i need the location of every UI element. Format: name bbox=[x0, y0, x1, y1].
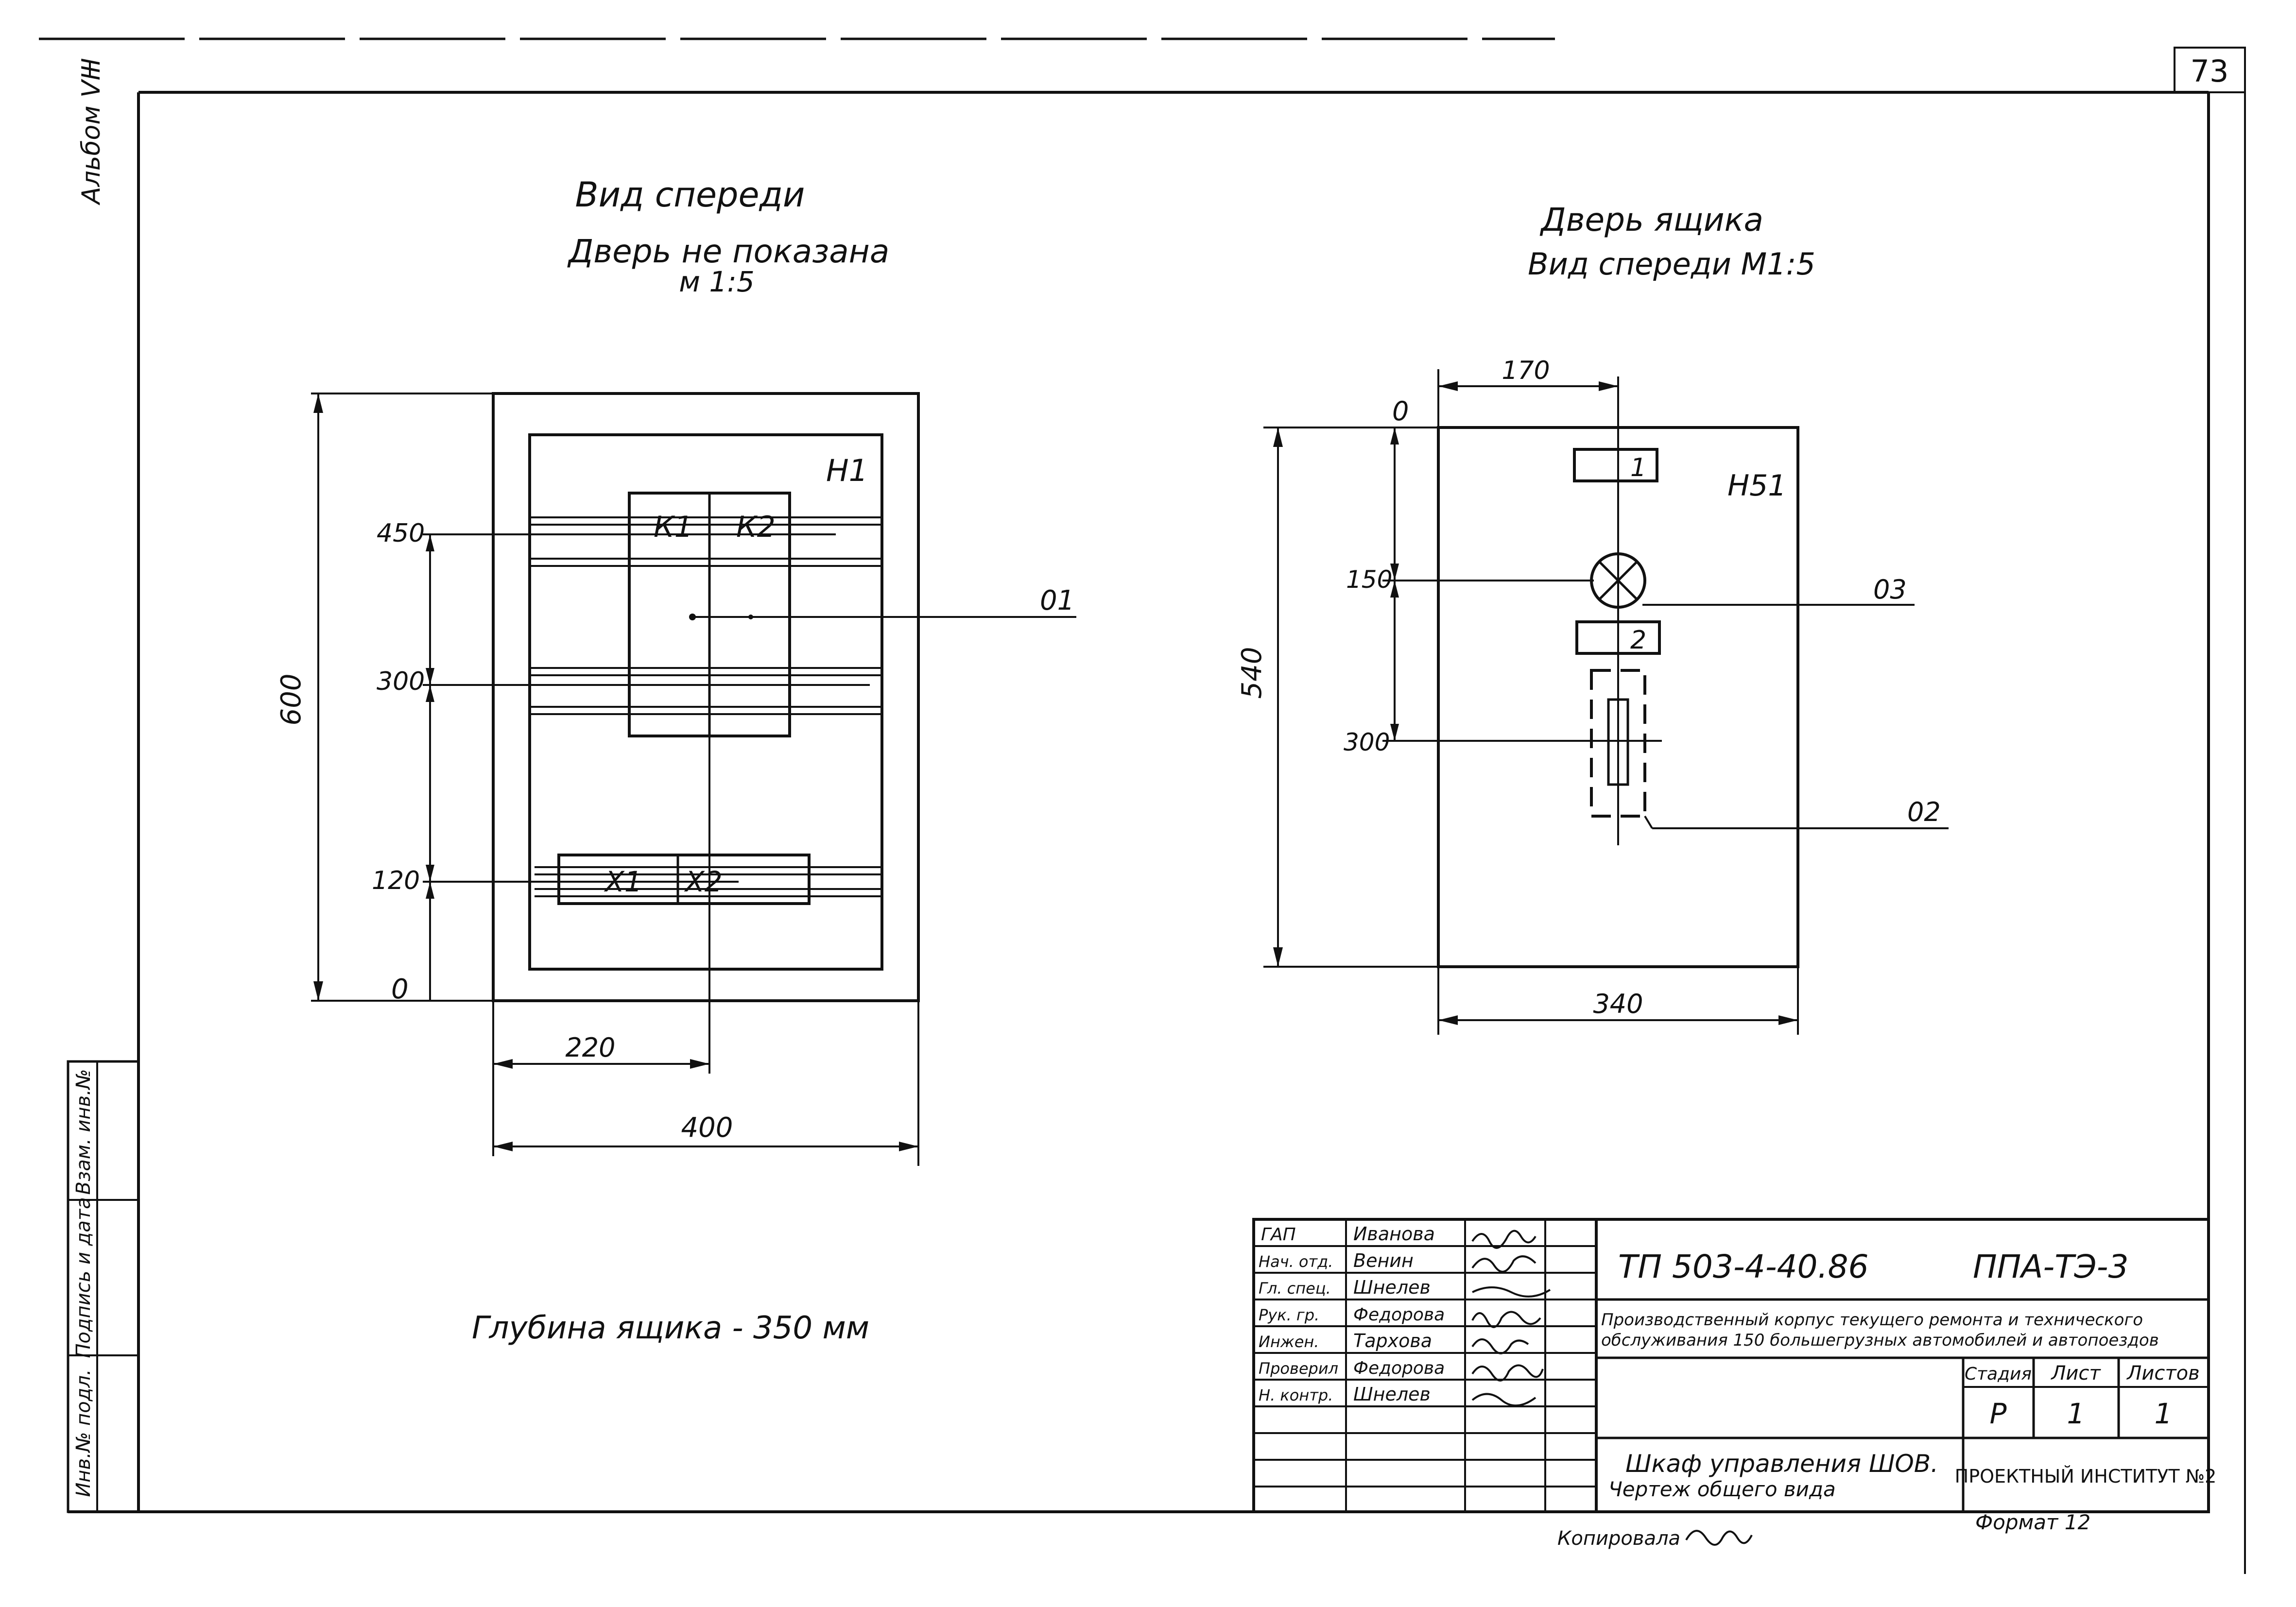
dim-front-300: 300 bbox=[377, 667, 425, 696]
sheets-value: 1 bbox=[2155, 1397, 2173, 1430]
signer-role: Проверил bbox=[1259, 1359, 1338, 1378]
drawing-title-2: Чертеж общего вида bbox=[1608, 1477, 1836, 1501]
project-line-1: Производственный корпус текущего ремонта… bbox=[1601, 1310, 2143, 1330]
signer-role: Гл. спец. bbox=[1259, 1279, 1331, 1298]
front-view: Вид спереди Дверь не показана м 1:5 Н1 К… bbox=[276, 175, 1076, 1166]
project-line-2: обслуживания 150 большегрузных автомобил… bbox=[1601, 1331, 2159, 1350]
door-view-subtitle: Вид спереди М1:5 bbox=[1528, 246, 1815, 282]
signer-role: Нач. отд. bbox=[1259, 1252, 1333, 1271]
signer-name: Тархова bbox=[1353, 1330, 1432, 1351]
signer-role: Инжен. bbox=[1259, 1333, 1319, 1351]
cabinet-outline bbox=[492, 392, 920, 1002]
format-label: Формат 12 bbox=[1975, 1510, 2090, 1534]
door-view-title: Дверь ящика bbox=[1539, 201, 1763, 239]
contactor-k1-label: К1 bbox=[654, 510, 693, 544]
sheet-header: Лист bbox=[2050, 1362, 2101, 1385]
sheet-frame bbox=[39, 37, 2246, 1574]
copier-signature bbox=[1685, 1530, 1753, 1546]
din-rail-upper bbox=[530, 516, 882, 715]
dim-front-height: 600 bbox=[276, 674, 307, 726]
signer-name: Федорова bbox=[1353, 1305, 1445, 1325]
dim-front-220: 220 bbox=[565, 1032, 615, 1063]
panel-label-h51: Н51 bbox=[1727, 469, 1786, 503]
din-rail-lower bbox=[535, 866, 882, 897]
sheet-code: ППА-ТЭ-3 bbox=[1973, 1248, 2128, 1285]
signer-name: Федорова bbox=[1353, 1358, 1445, 1378]
sheets-header: Листов bbox=[2126, 1362, 2199, 1385]
doc-code: ТП 503-4-40.86 bbox=[1618, 1248, 1868, 1285]
signer-role: Н. контр. bbox=[1259, 1386, 1333, 1404]
dim-door-height: 540 bbox=[1236, 647, 1268, 699]
signature-scribbles bbox=[1471, 1230, 1551, 1407]
ref-02-label: 02 bbox=[1907, 797, 1941, 827]
nameplate-1-label: 1 bbox=[1630, 453, 1646, 482]
stamp-vzam-inv: Взам. инв.№ bbox=[72, 1069, 95, 1195]
dim-door-170: 170 bbox=[1502, 356, 1550, 385]
dim-front-120: 120 bbox=[372, 866, 420, 895]
ref-01-label: 01 bbox=[1040, 585, 1074, 616]
page-number: 73 bbox=[2191, 53, 2229, 89]
signer-grid bbox=[1254, 1245, 1596, 1487]
panel-label-h1: Н1 bbox=[826, 453, 868, 488]
drawing-title-1: Шкаф управления ШОВ. bbox=[1625, 1450, 1938, 1478]
dim-door-0: 0 bbox=[1392, 396, 1409, 427]
sheet-value: 1 bbox=[2067, 1397, 2085, 1430]
contactor-k2-label: К2 bbox=[736, 510, 776, 544]
signer-name: Шнелев bbox=[1353, 1384, 1431, 1405]
side-stamp: Взам. инв.№ Подпись и дата Инв.№ подл. bbox=[67, 1060, 140, 1513]
dim-front-width: 400 bbox=[681, 1112, 733, 1144]
mounting-panel bbox=[528, 433, 883, 971]
album-label: Альбом VIII bbox=[77, 58, 106, 205]
signer-name: Шнелев bbox=[1353, 1277, 1431, 1298]
front-view-title: Вид спереди bbox=[575, 175, 805, 215]
signer-role: ГАП bbox=[1261, 1225, 1296, 1245]
ref-03-label: 03 bbox=[1873, 574, 1907, 605]
stage-header: Стадия bbox=[1965, 1364, 2032, 1384]
title-block: ГАП Иванова Нач. отд. Венин Гл. спец. Шн… bbox=[1252, 1218, 2217, 1513]
signer-rows: ГАП Иванова Нач. отд. Венин Гл. спец. Шн… bbox=[1259, 1223, 1445, 1405]
stamp-podpis-data: Подпись и дата bbox=[72, 1197, 95, 1358]
nameplate-2 bbox=[1575, 620, 1661, 655]
stamp-inv-podl: Инв.№ подл. bbox=[72, 1369, 95, 1497]
depth-note: Глубина ящика - 350 мм bbox=[472, 1310, 869, 1346]
nameplate-1 bbox=[1573, 448, 1658, 482]
dim-door-300: 300 bbox=[1344, 728, 1390, 756]
dim-front-450: 450 bbox=[377, 519, 425, 548]
signer-name: Венин bbox=[1353, 1250, 1414, 1271]
organization: ПРОЕКТНЫЙ ИНСТИТУТ №2 bbox=[1955, 1466, 2217, 1487]
signer-role: Рук. гр. bbox=[1259, 1306, 1319, 1324]
terminal-block bbox=[557, 854, 811, 905]
dim-door-width: 340 bbox=[1593, 989, 1643, 1019]
front-view-scale: м 1:5 bbox=[679, 265, 755, 298]
page-number-box: 73 bbox=[2174, 47, 2246, 93]
stage-value: Р bbox=[1990, 1397, 2007, 1430]
nameplate-2-label: 2 bbox=[1630, 626, 1646, 655]
copied-by: Копировала bbox=[1557, 1527, 1680, 1550]
switch-symbol bbox=[1574, 669, 1662, 818]
dim-door-150: 150 bbox=[1346, 565, 1392, 594]
signer-name: Иванова bbox=[1353, 1223, 1435, 1245]
door-view: Дверь ящика Вид спереди М1:5 Н51 1 03 2 … bbox=[1236, 201, 1949, 1035]
front-view-subtitle: Дверь не показана bbox=[567, 233, 890, 270]
dim-front-0: 0 bbox=[391, 974, 409, 1005]
